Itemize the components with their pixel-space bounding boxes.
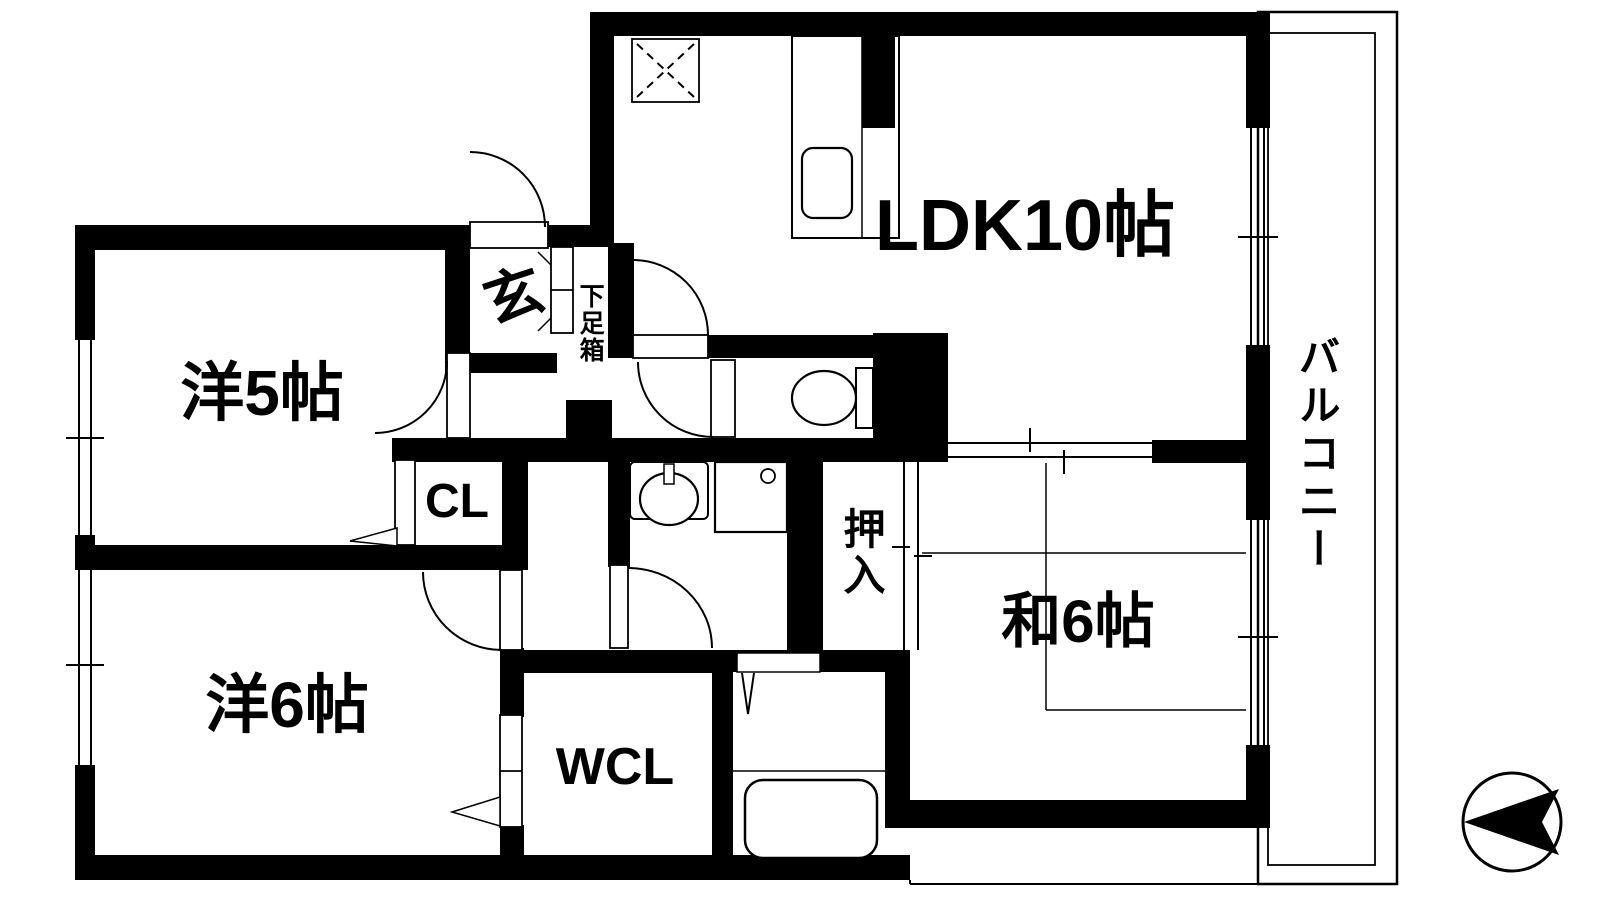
kitchen-wall-stub [862, 36, 895, 128]
bathtub-icon [743, 778, 879, 860]
washroom-door-leaf [609, 564, 629, 649]
toilet-door-arc [637, 361, 714, 438]
cl-folding-door-leaf [394, 459, 416, 546]
label-shoe-box: 下足箱 [576, 282, 605, 364]
wall [712, 672, 733, 857]
washroom-fixtures [629, 460, 789, 534]
step-tick [537, 317, 552, 332]
wall [392, 438, 632, 462]
wall [500, 648, 524, 717]
wall [787, 462, 823, 652]
wall [608, 462, 630, 567]
washroom-door-arc [627, 567, 713, 649]
wall [75, 545, 528, 570]
bathroom-door [736, 652, 821, 715]
fusuma-oshiire [892, 462, 932, 650]
room-label-ldk: LDK10帖 [874, 186, 1176, 267]
wall [445, 353, 557, 373]
refrigerator-space-box [631, 38, 700, 103]
wall [608, 438, 948, 462]
bathroom-folding-door-mark [741, 672, 755, 715]
entrance-step-ticks [537, 251, 552, 332]
wall [1152, 440, 1270, 463]
wcl-folding-arrow [449, 795, 501, 827]
balcony-inner-fence [1267, 32, 1376, 866]
room-label-western5: 洋5帖 [180, 357, 344, 430]
step-tick [537, 251, 552, 266]
ldk-door-arc [632, 259, 709, 336]
kitchen [631, 35, 900, 239]
room-label-walk-in-closet: WCL [555, 737, 675, 796]
bathroom-door-track [736, 652, 821, 673]
door-arcs [374, 151, 714, 651]
compass-arrow [1464, 789, 1559, 855]
tatami-grid [922, 463, 1246, 711]
west6-door-leaf [499, 569, 523, 651]
sliding-door-ldk-japanese6 [948, 428, 1152, 474]
kitchen-sink-icon [800, 146, 854, 220]
entrance-door-arc [469, 151, 546, 228]
wall [566, 400, 612, 440]
room-label-balcony: バルコニー [1293, 335, 1341, 575]
west5-door-arc [374, 360, 448, 434]
door-leaves [394, 221, 736, 828]
toilet-bowl-icon [790, 369, 858, 427]
compass-icon [1461, 771, 1563, 873]
toilet-tank-icon [855, 367, 874, 429]
wall [75, 765, 95, 880]
wall [590, 12, 1270, 36]
room-label-oshiire: 押入 [838, 507, 886, 599]
wall [608, 243, 634, 337]
wall [885, 800, 1270, 828]
wall [522, 650, 733, 673]
room-label-closet: CL [425, 474, 489, 528]
wall [75, 225, 470, 250]
west5-door-leaf [446, 352, 471, 439]
entrance-door-leaf [469, 221, 549, 249]
wall [502, 460, 528, 548]
wall [445, 225, 470, 355]
washing-machine-valve-icon [760, 468, 776, 484]
balcony-outline [909, 10, 1399, 886]
washbasin-tap-icon [663, 463, 675, 485]
windows [66, 128, 1278, 765]
wall [590, 12, 614, 244]
washing-machine-space [713, 460, 789, 534]
wall [500, 825, 524, 880]
wall [75, 225, 95, 340]
ldk-door-leaf [632, 334, 709, 359]
room-label-japanese6: 和6帖 [1001, 587, 1155, 655]
toilet [790, 367, 874, 429]
folding-door-arrows [349, 527, 501, 827]
cl-folding-arrow [349, 527, 398, 547]
toilet-door-leaf [710, 359, 736, 438]
bathroom [733, 770, 885, 860]
room-label-western6: 洋6帖 [205, 669, 369, 742]
west6-door-arc [422, 571, 503, 651]
